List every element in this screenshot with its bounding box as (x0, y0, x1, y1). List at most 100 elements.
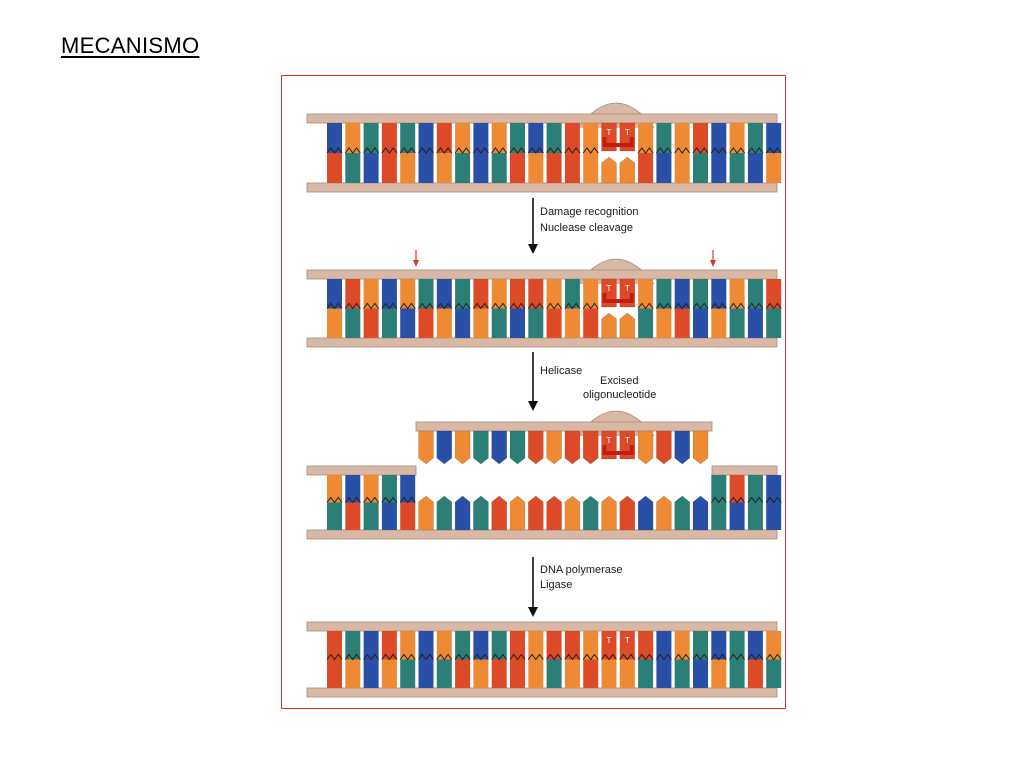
bottom-base (510, 496, 525, 530)
top-base (419, 431, 434, 464)
paired-base-bottom (675, 309, 690, 339)
paired-base-bottom (327, 503, 342, 531)
step-arrow-1 (528, 198, 538, 254)
bottom-backbone (307, 183, 777, 192)
paired-base-bottom (711, 153, 726, 183)
paired-base-bottom (693, 309, 708, 339)
paired-base-bottom (547, 309, 562, 339)
bottom-base (638, 496, 653, 530)
paired-base-bottom (748, 660, 763, 689)
repaired-thymine-letter: T (625, 636, 630, 645)
paired-base-bottom (437, 153, 452, 183)
paired-base-bottom (711, 309, 726, 339)
top-base (656, 431, 671, 464)
paired-base-bottom (345, 309, 360, 339)
paired-base-bottom (492, 660, 507, 689)
paired-base-bottom (583, 660, 598, 689)
top-base (510, 431, 525, 464)
bottom-base (620, 157, 635, 183)
bottom-base (492, 496, 507, 530)
top-backbone (307, 622, 777, 631)
paired-base-bottom (730, 309, 745, 339)
step-3-label-line-1: DNA polymerase (540, 564, 623, 576)
paired-base-bottom (455, 309, 470, 339)
paired-base-bottom (510, 660, 525, 689)
top-backbone (307, 270, 777, 279)
top-base (675, 431, 690, 464)
paired-base-bottom (693, 153, 708, 183)
paired-base-bottom (565, 660, 580, 689)
paired-base-bottom (510, 309, 525, 339)
paired-base-bottom (345, 660, 360, 689)
paired-base-bottom (345, 153, 360, 183)
paired-base-bottom (400, 660, 415, 689)
paired-base-bottom (620, 660, 635, 689)
paired-base-bottom (400, 503, 415, 531)
paired-base-bottom (364, 660, 379, 689)
paired-base-bottom (528, 660, 543, 689)
paired-base-bottom (693, 660, 708, 689)
paired-base-bottom (748, 309, 763, 339)
paired-base-bottom (547, 660, 562, 689)
thymine-letter: T (607, 436, 612, 445)
paired-base-bottom (675, 660, 690, 689)
bottom-backbone (307, 530, 777, 539)
paired-base-bottom (730, 503, 745, 531)
top-base (528, 431, 543, 464)
paired-base-bottom (510, 153, 525, 183)
top-base (638, 431, 653, 464)
bottom-backbone (307, 688, 777, 697)
paired-base-bottom (455, 660, 470, 689)
step-1-label-line-2: Nuclease cleavage (540, 222, 633, 234)
bottom-base (656, 496, 671, 530)
top-base (455, 431, 470, 464)
paired-base-bottom (364, 153, 379, 183)
paired-base-bottom (583, 153, 598, 183)
top-base (583, 431, 598, 464)
paired-base-bottom (675, 153, 690, 183)
paired-base-bottom (528, 153, 543, 183)
paired-base-bottom (766, 660, 781, 689)
bottom-base (583, 496, 598, 530)
bottom-base (547, 496, 562, 530)
thymine-letter: T (607, 128, 612, 137)
paired-base-bottom (638, 153, 653, 183)
bottom-base (602, 157, 617, 183)
step-2-label: Helicase (540, 365, 582, 377)
bottom-base (565, 496, 580, 530)
paired-base-bottom (766, 503, 781, 531)
top-base (547, 431, 562, 464)
paired-base-bottom (437, 660, 452, 689)
bottom-base (528, 496, 543, 530)
paired-base-bottom (382, 660, 397, 689)
step-arrow-2 (528, 352, 538, 411)
paired-base-bottom (730, 153, 745, 183)
dna-strands: TTTTTTTT (307, 103, 781, 697)
top-base (492, 431, 507, 464)
bottom-base (693, 496, 708, 530)
bottom-backbone (307, 338, 777, 347)
paired-base-bottom (711, 503, 726, 531)
paired-base-bottom (419, 660, 434, 689)
step-1-label-line-1: Damage recognition (540, 206, 638, 218)
step-3-label-line-2: Ligase (540, 579, 572, 591)
paired-base-bottom (492, 309, 507, 339)
paired-base-bottom (547, 153, 562, 183)
paired-base-bottom (492, 153, 507, 183)
bottom-base (620, 313, 635, 338)
paired-base-bottom (400, 309, 415, 339)
paired-base-bottom (382, 153, 397, 183)
bottom-base (437, 496, 452, 530)
paired-base-bottom (364, 309, 379, 339)
step-arrow-3 (528, 557, 538, 617)
top-base (565, 431, 580, 464)
paired-base-bottom (382, 503, 397, 531)
repaired-thymine-letter: T (607, 636, 612, 645)
paired-base-bottom (473, 309, 488, 339)
paired-base-bottom (766, 309, 781, 339)
paired-base-bottom (400, 153, 415, 183)
paired-base-bottom (345, 503, 360, 531)
